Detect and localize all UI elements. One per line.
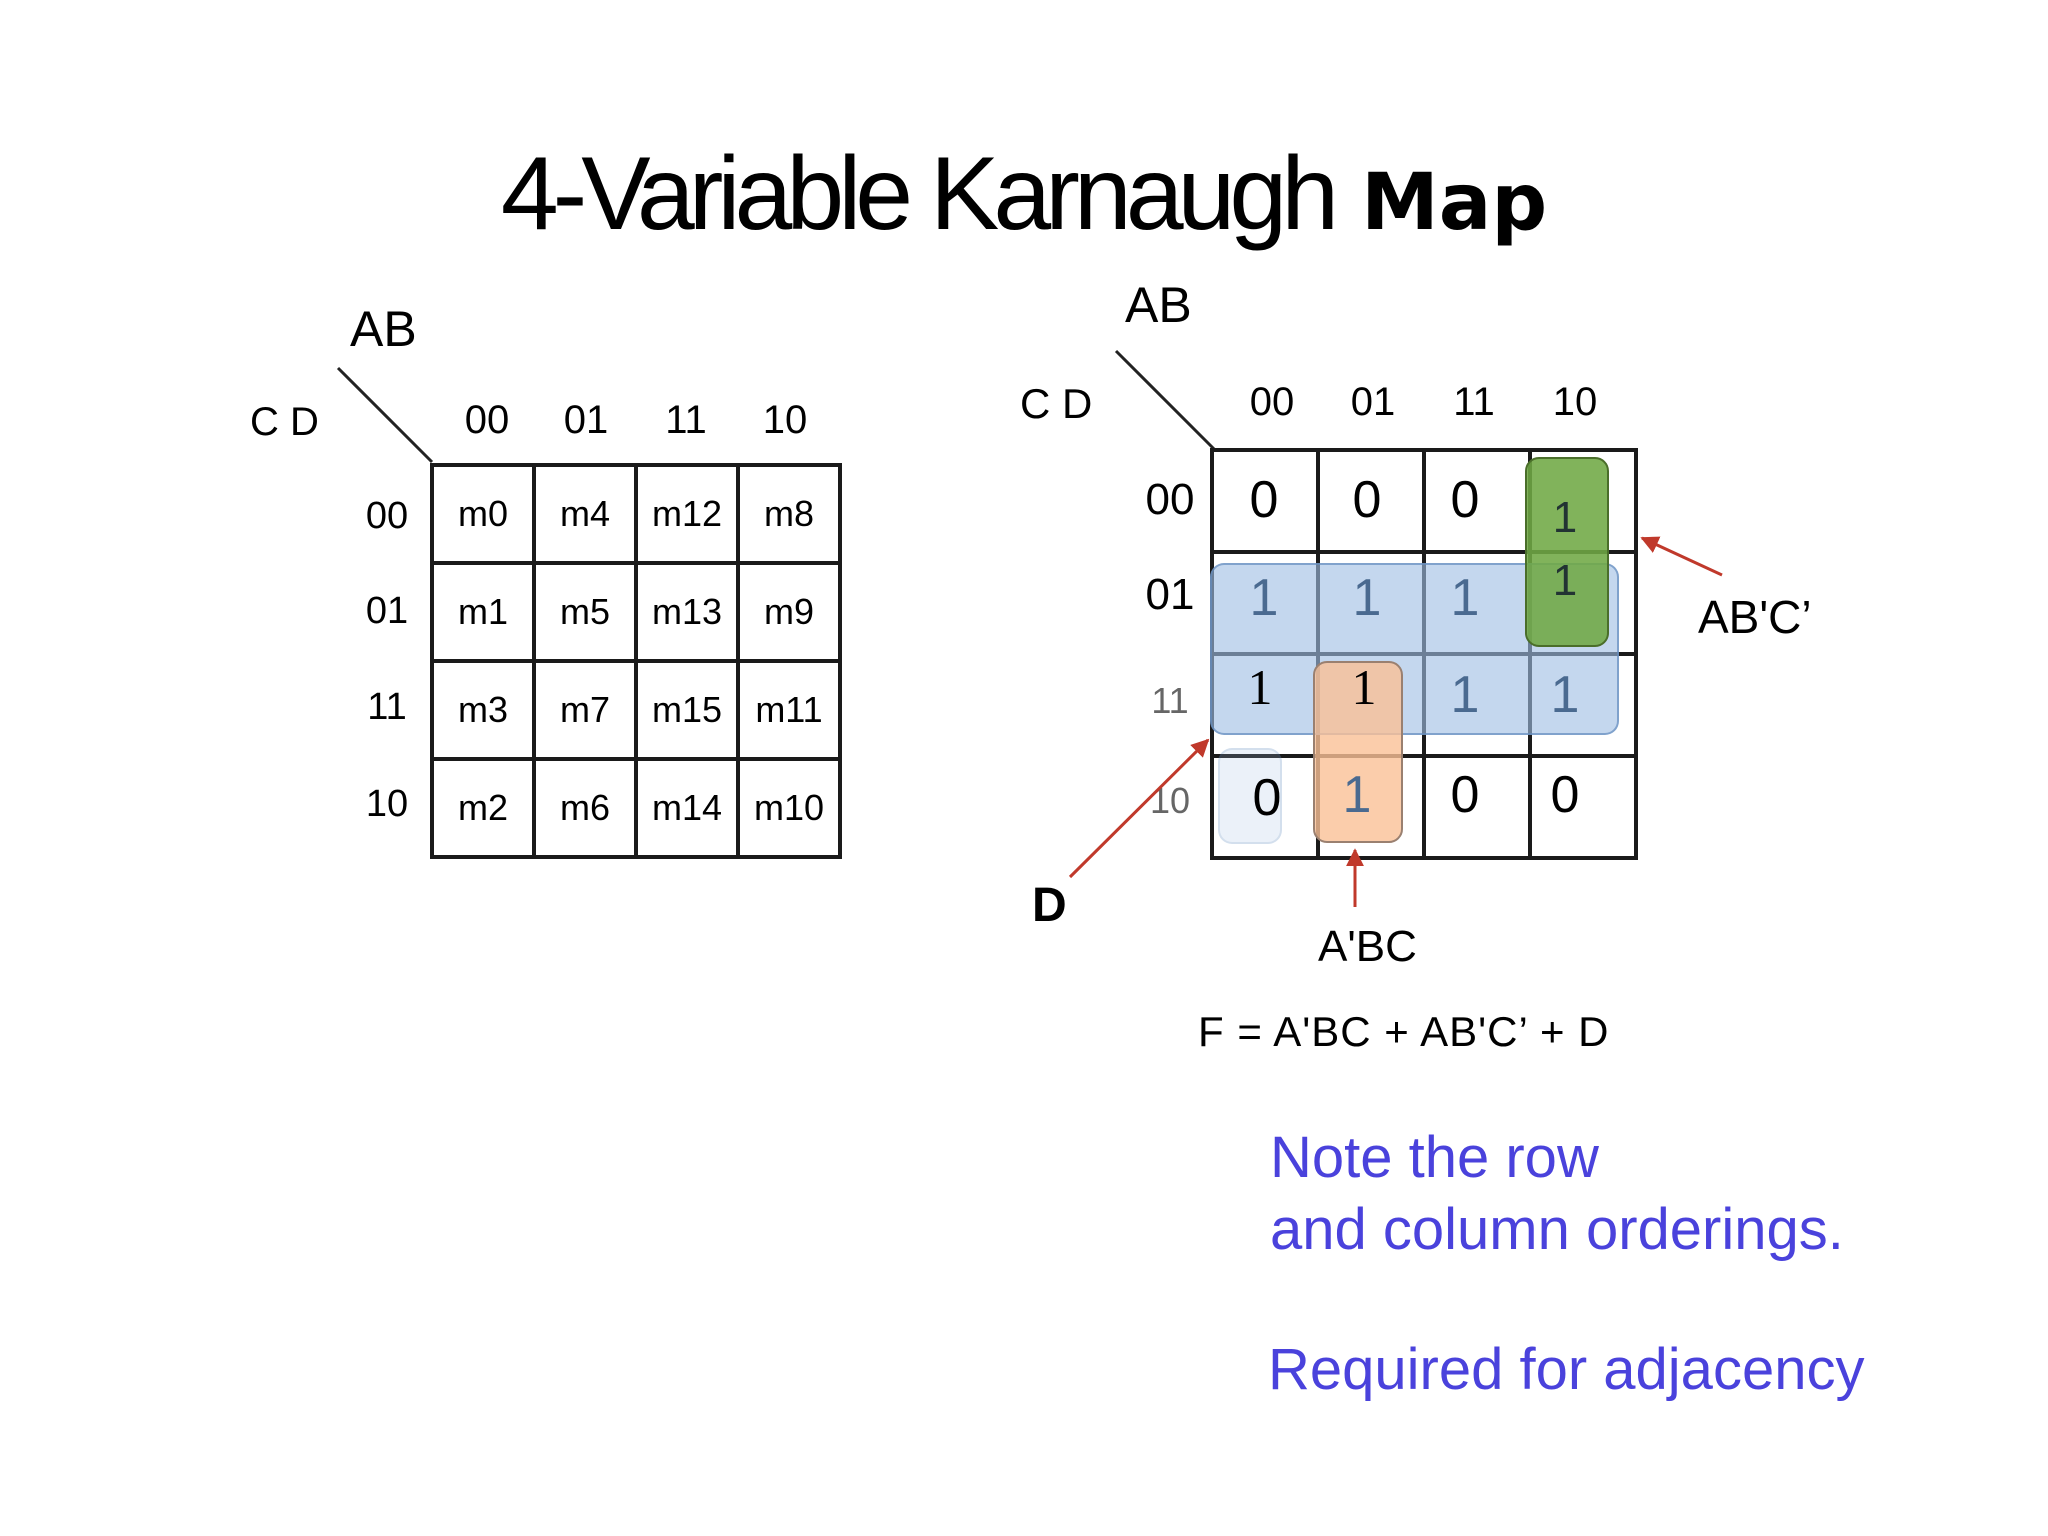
minterm-cell: m9 — [736, 561, 842, 663]
minterm-cell: m6 — [532, 757, 638, 859]
cell-value: 0 — [1252, 769, 1282, 827]
note-line-1: Note the row — [1270, 1125, 1599, 1190]
cell-value: 0 — [1249, 471, 1279, 529]
right-map-cd-label: C D — [1020, 380, 1093, 427]
cell-value: 1 — [1450, 569, 1480, 627]
left-col-header: 10 — [762, 398, 808, 442]
left-map-ab-label: AB — [350, 301, 417, 357]
right-row-header: 00 — [1145, 475, 1195, 524]
minterm-cell: m4 — [532, 463, 638, 565]
cell-value: 0 — [1550, 766, 1580, 824]
left-col-header: 00 — [464, 398, 510, 442]
cell-value: 1 — [1351, 659, 1377, 715]
group-a-prime-bc-highlight — [1313, 661, 1403, 843]
left-map-cd-label: C D — [250, 400, 319, 444]
arrow-to-d-group — [1068, 738, 1210, 879]
minterm-cell: m13 — [634, 561, 740, 663]
cell-value: 0 — [1450, 471, 1480, 529]
right-row-header: 11 — [1151, 680, 1189, 721]
right-map-diagonal — [1114, 349, 1216, 451]
right-row-header: 01 — [1145, 570, 1195, 619]
group-abc-prime-highlight — [1525, 457, 1609, 647]
cell-value: 1 — [1550, 666, 1580, 724]
title-main: 4-Variable Karnaugh — [500, 136, 1339, 252]
label-a-prime-bc: A'BC — [1318, 922, 1417, 971]
cell-value: 1 — [1552, 493, 1578, 542]
minterm-cell: m12 — [634, 463, 740, 565]
label-abc-prime: AB'C’ — [1698, 591, 1812, 643]
title-accent: Map — [1361, 158, 1548, 248]
right-col-header: 10 — [1552, 380, 1598, 424]
minterm-cell: m11 — [736, 659, 842, 761]
right-col-header: 00 — [1249, 380, 1295, 424]
minterm-cell: m5 — [532, 561, 638, 663]
left-row-header: 01 — [365, 590, 409, 632]
cell-value: 1 — [1450, 666, 1480, 724]
cell-value: 0 — [1450, 766, 1480, 824]
right-map-ab-label: AB — [1125, 277, 1192, 333]
right-col-header: 11 — [1453, 380, 1495, 424]
left-row-header: 11 — [367, 686, 407, 728]
minterm-cell: m3 — [430, 659, 536, 761]
cell-value: 1 — [1352, 569, 1382, 627]
right-col-header: 01 — [1350, 380, 1396, 424]
left-row-header: 00 — [365, 495, 409, 537]
label-d: D — [1032, 879, 1067, 932]
left-kmap-grid: m0 m4 m12 m8 m1 m5 m13 m9 m3 m7 m15 m11 … — [430, 463, 842, 859]
cell-value: 1 — [1249, 569, 1279, 627]
left-col-header: 11 — [665, 398, 707, 442]
left-col-header: 01 — [563, 398, 609, 442]
right-row-header: 10 — [1149, 780, 1191, 821]
cell-value: 0 — [1352, 471, 1382, 529]
minterm-cell: m1 — [430, 561, 536, 663]
cell-value: 1 — [1247, 659, 1273, 715]
group-d-fade — [1218, 748, 1282, 844]
cell-value: 1 — [1552, 556, 1578, 605]
note-line-3: Required for adjacency — [1268, 1337, 1865, 1402]
left-row-header: 10 — [365, 783, 409, 825]
minterm-cell: m0 — [430, 463, 536, 565]
minterm-cell: m7 — [532, 659, 638, 761]
minterm-cell: m10 — [736, 757, 842, 859]
minterm-cell: m14 — [634, 757, 740, 859]
boolean-formula: F = A'BC + AB'C’ + D — [1198, 1008, 1610, 1055]
left-map-diagonal — [336, 366, 434, 464]
arrow-to-abc-prime-group — [1640, 536, 1723, 577]
note-line-2: and column orderings. — [1270, 1197, 1844, 1262]
cell-value: 1 — [1342, 766, 1372, 824]
minterm-cell: m8 — [736, 463, 842, 565]
minterm-cell: m2 — [430, 757, 536, 859]
minterm-cell: m15 — [634, 659, 740, 761]
